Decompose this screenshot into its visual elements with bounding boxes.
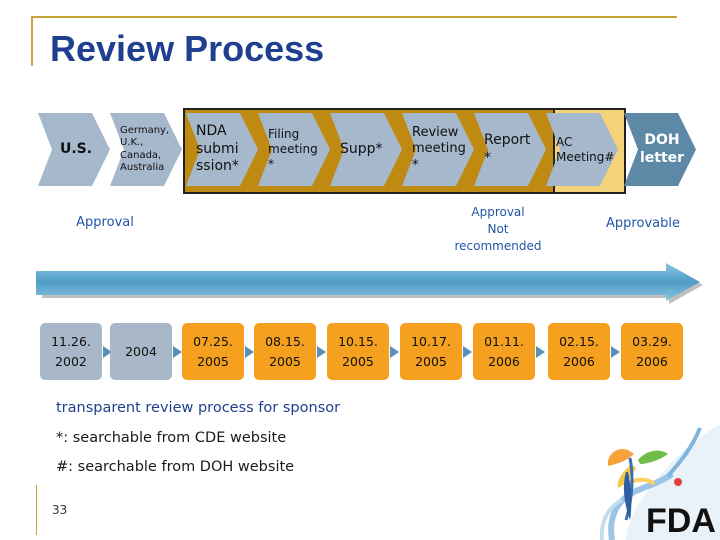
- chevron-shape: [624, 113, 696, 186]
- chevron-filing-meeting: Filing meeting *: [258, 113, 330, 186]
- chevron-shape: [110, 113, 182, 186]
- frame-top-line: [31, 16, 677, 18]
- date-line: 08.15.: [265, 334, 305, 350]
- date-2005-10-17: 10.17. 2005: [400, 323, 462, 380]
- date-line: 10.17.: [411, 334, 451, 350]
- date-line: 2005: [415, 353, 447, 369]
- date-text: 08.15. 2005: [265, 332, 305, 371]
- date-2006-02-15: 02.15. 2006: [548, 323, 610, 380]
- date-text: 07.25. 2005: [193, 332, 233, 371]
- status-not-recommended-line3: recommended: [454, 238, 542, 253]
- connector-arrow: [173, 346, 182, 358]
- date-text: 01.11. 2006: [484, 332, 524, 371]
- date-2006-03-29: 03.29. 2006: [621, 323, 683, 380]
- date-2004: 2004: [110, 323, 172, 380]
- frame-left-line: [31, 16, 33, 66]
- date-line: 2005: [269, 353, 301, 369]
- date-text: 02.15. 2006: [559, 332, 599, 371]
- date-line: 07.25.: [193, 334, 233, 350]
- date-line: 2005: [342, 353, 374, 369]
- chevron-shape: [474, 113, 546, 186]
- chevron-label: Germany, U.K., Canada, Australia: [120, 124, 170, 174]
- slide-title: Review Process: [50, 28, 325, 69]
- date-line: 03.29.: [632, 334, 672, 350]
- connector-arrow: [245, 346, 254, 358]
- date-line: 2006: [563, 353, 595, 369]
- chevron-label: Review meeting *: [412, 125, 466, 173]
- date-line: 2005: [197, 353, 229, 369]
- date-line: 2006: [488, 353, 520, 369]
- date-2005-08-15: 08.15. 2005: [254, 323, 316, 380]
- chevron-doh-letter: DOH letter: [624, 113, 696, 186]
- date-line: 2006: [636, 353, 668, 369]
- fda-logo-text: FDA: [646, 502, 716, 540]
- date-line: 2004: [125, 343, 157, 359]
- chevron-shape: [330, 113, 402, 186]
- date-text: 10.15. 2005: [338, 332, 378, 371]
- connector-arrow: [317, 346, 326, 358]
- connector-arrow: [103, 346, 112, 358]
- date-line: 10.15.: [338, 334, 378, 350]
- chevron-label: Supp*: [340, 140, 383, 157]
- page-number: 33: [52, 503, 68, 517]
- chevron-label: AC Meeting#: [556, 134, 615, 164]
- timeline-arrow: [36, 263, 703, 304]
- chevron-shape: [38, 113, 110, 186]
- note-sponsor: transparent review process for sponsor: [56, 400, 341, 416]
- chevron-ac-meeting: AC Meeting#: [546, 113, 618, 186]
- chevron-label: Filing meeting *: [268, 127, 318, 171]
- chevron-report: Report *: [474, 113, 546, 186]
- date-line: 02.15.: [559, 334, 599, 350]
- chevron-label: NDA submi ssion*: [196, 123, 239, 175]
- date-line: 01.11.: [484, 334, 524, 350]
- date-line: 11.26.: [51, 334, 91, 350]
- chevron-shape: [546, 113, 618, 186]
- status-approval: Approval: [76, 215, 134, 230]
- date-text: 2004: [125, 342, 157, 361]
- status-not-recommended-line1: Approval: [471, 205, 525, 219]
- chevron-supp: Supp*: [330, 113, 402, 186]
- chevron-us: U.S.: [38, 113, 110, 186]
- note-doh: #: searchable from DOH website: [56, 459, 295, 475]
- date-2005-07-25: 07.25. 2005: [182, 323, 244, 380]
- status-not-recommended: Approval Not recommended: [448, 204, 548, 254]
- chevron-label: Report *: [484, 132, 531, 166]
- connector-arrow: [536, 346, 545, 358]
- date-2006-01-11: 01.11. 2006: [473, 323, 535, 380]
- chevron-other-countries: Germany, U.K., Canada, Australia: [110, 113, 182, 186]
- chevron-label: U.S.: [59, 140, 93, 157]
- chevron-review-meeting: Review meeting *: [402, 113, 474, 186]
- status-not-recommended-line2: Not: [487, 221, 509, 236]
- date-2002-11-26: 11.26. 2002: [40, 323, 102, 380]
- connector-arrow: [611, 346, 620, 358]
- chevron-shape: [186, 113, 258, 186]
- connector-arrow: [390, 346, 399, 358]
- date-text: 03.29. 2006: [632, 332, 672, 371]
- note-cde: *: searchable from CDE website: [56, 430, 287, 446]
- date-text: 10.17. 2005: [411, 332, 451, 371]
- footer-line: [36, 485, 37, 535]
- connector-arrow: [463, 346, 472, 358]
- status-approvable: Approvable: [606, 216, 680, 231]
- date-text: 11.26. 2002: [51, 332, 91, 371]
- chevron-nda-submission: NDA submi ssion*: [186, 113, 258, 186]
- date-line: 2002: [55, 353, 87, 369]
- fda-logo: FDA: [599, 425, 720, 540]
- date-2005-10-15: 10.15. 2005: [327, 323, 389, 380]
- chevron-shape: [402, 113, 474, 186]
- chevron-shape: [258, 113, 330, 186]
- chevron-label: DOH letter: [639, 132, 685, 166]
